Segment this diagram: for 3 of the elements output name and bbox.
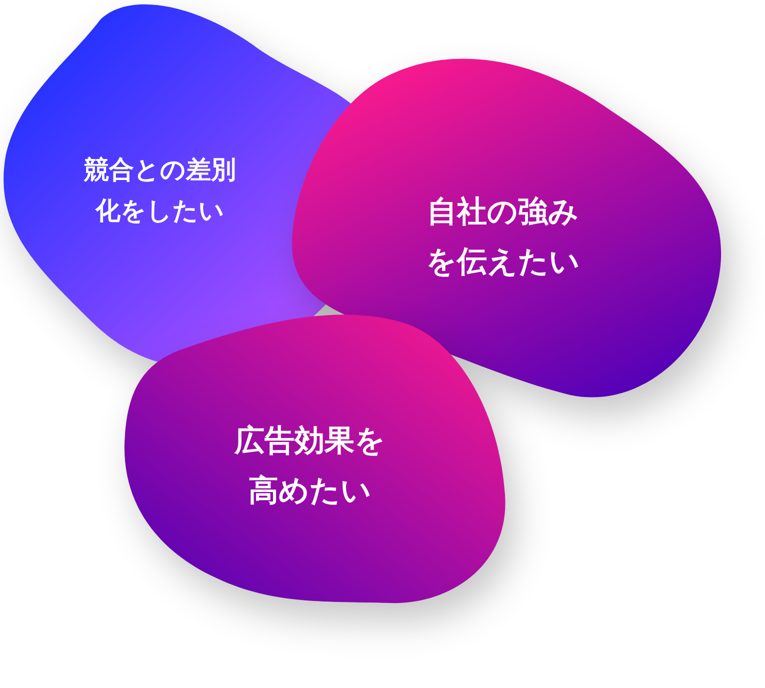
blob-label: 自社の強みを伝えたい [425,194,581,281]
blob-label: 競合との差別化をしたい [82,154,237,227]
blob-label: 広告効果を高めたい [234,422,386,510]
